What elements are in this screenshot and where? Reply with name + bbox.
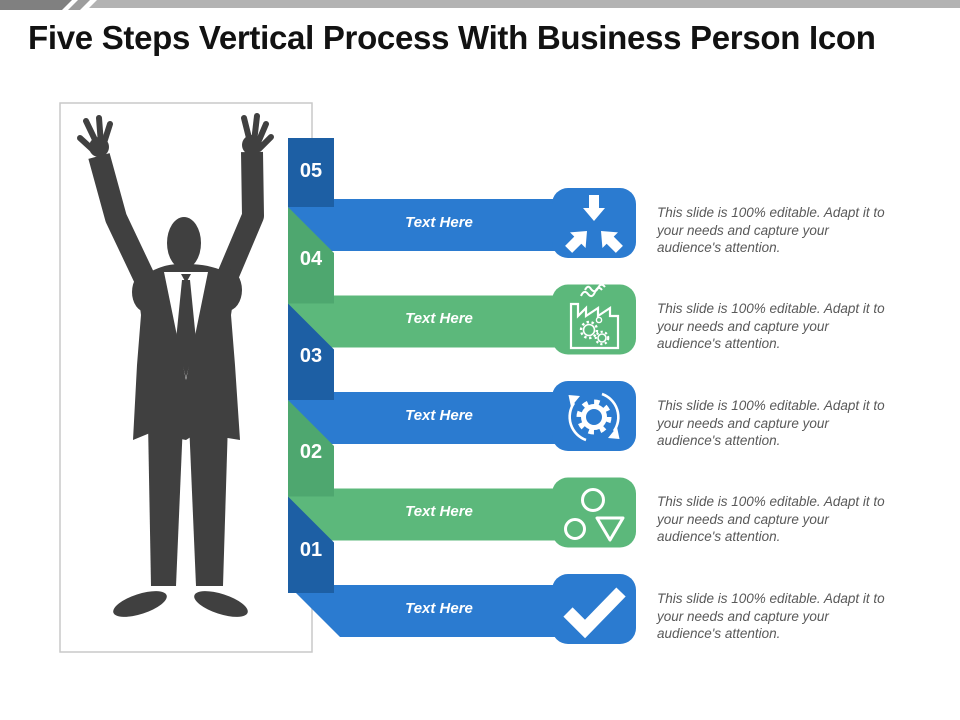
step-description: This slide is 100% editable. Adapt it to…: [657, 494, 885, 544]
step-banner-label: Text Here: [405, 407, 473, 424]
step-number: 02: [299, 441, 323, 463]
topbar-accent-bar: [89, 0, 960, 8]
step-description: This slide is 100% editable. Adapt it to…: [657, 301, 885, 351]
gear-rotation-icon: [568, 392, 620, 442]
step-description: This slide is 100% editable. Adapt it to…: [657, 205, 885, 255]
step-banner: [288, 585, 585, 637]
step-description: This slide is 100% editable. Adapt it to…: [657, 398, 885, 448]
step-description: This slide is 100% editable. Adapt it to…: [657, 591, 885, 641]
step-number: 03: [299, 345, 323, 367]
step-banner: [288, 199, 585, 251]
step-number-block-01: [288, 496, 334, 593]
step-banner: [288, 295, 585, 348]
process-row-3: [288, 381, 636, 451]
step-number: 05: [299, 160, 323, 182]
step-banner-label: Text Here: [405, 503, 473, 520]
circles-and-triangle-icon: [564, 488, 625, 542]
process-row-5: [288, 574, 636, 644]
step-number: 01: [299, 539, 323, 561]
step-icon-box: [552, 477, 636, 548]
step-banner-label: Text Here: [405, 214, 473, 231]
factory-icon: [569, 283, 620, 350]
process-row-4: [288, 477, 636, 548]
process-row-2: [288, 283, 636, 355]
step-icon-box: [552, 381, 636, 451]
step-number: 04: [299, 248, 323, 270]
page-title: Five Steps Vertical Process With Busines…: [28, 19, 876, 56]
step-banner-label: Text Here: [405, 310, 473, 327]
business-person-silhouette: [77, 113, 274, 617]
topbar-accent-dark: [0, 0, 72, 10]
step-icon-box: [552, 284, 636, 355]
topbar-accent-slash: [68, 0, 90, 10]
step-banner: [288, 392, 585, 444]
process-row-1: [288, 188, 636, 258]
step-number-block-03: [288, 303, 334, 400]
step-banner: [288, 488, 585, 541]
step-number-block-05: [288, 138, 334, 207]
step-banner-label: Text Here: [405, 600, 473, 617]
step-number-block-02: [288, 400, 334, 497]
step-number-block-04: [288, 207, 334, 304]
checkmark-icon: [563, 587, 626, 639]
step-icon-box: [552, 574, 636, 644]
